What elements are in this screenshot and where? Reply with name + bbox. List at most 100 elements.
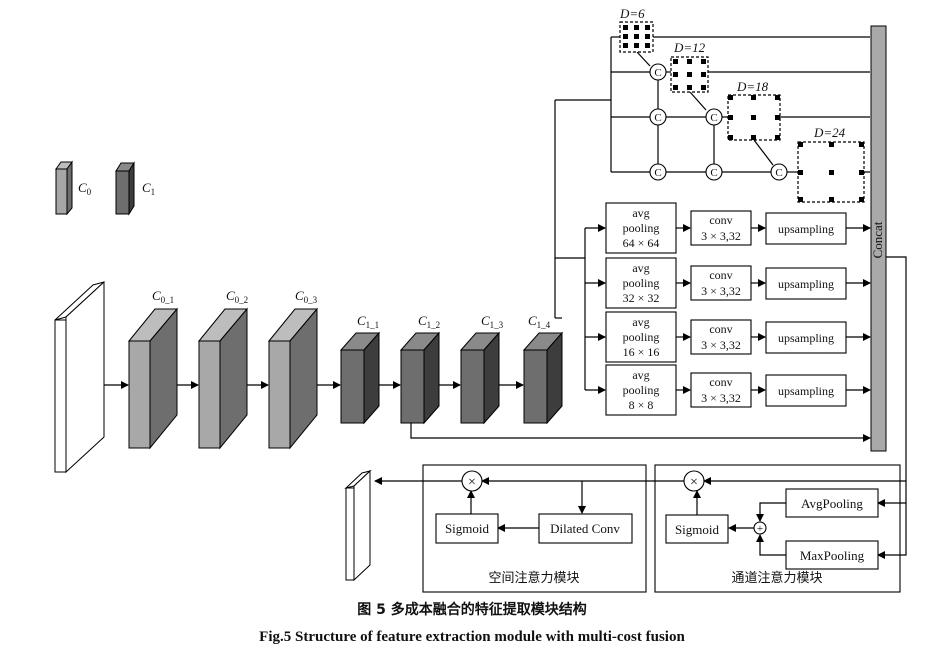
spatial-attention-title: 空间注意力模块 — [488, 570, 579, 585]
concat-circle: C — [649, 163, 667, 181]
concat-output-lines — [877, 256, 907, 559]
spatial-attention-lines — [374, 477, 684, 532]
dilated-kernel-d18 — [727, 94, 781, 141]
channel-sigmoid-box — [665, 514, 729, 544]
dilated-conv-label: Dilated Conv — [550, 521, 620, 536]
svg-text:upsampling: upsampling — [778, 331, 834, 345]
channel-attention-title: 通道注意力模块 — [731, 570, 822, 585]
block-c0-2 — [197, 307, 249, 450]
block-c1-1-label: C1_1 — [357, 313, 379, 330]
svg-text:×: × — [468, 475, 476, 490]
block-c1-2-label: C1_2 — [418, 313, 440, 330]
svg-text:avg: avg — [632, 261, 649, 275]
svg-text:pooling: pooling — [623, 383, 660, 397]
svg-text:3 × 3,32: 3 × 3,32 — [701, 284, 741, 298]
dilation-d6-label: D=6 — [619, 6, 645, 21]
dilation-d18-label: D=18 — [736, 79, 769, 94]
block-c1-3-label: C1_3 — [481, 313, 504, 330]
pooling-branch-64: avg pooling 64 × 64 conv 3 × 3,32 upsamp… — [605, 202, 871, 254]
svg-text:3 × 3,32: 3 × 3,32 — [701, 229, 741, 243]
dilated-kernel-d24 — [797, 141, 865, 203]
block-c0-3-label: C0_3 — [295, 288, 318, 305]
block-c0-2-label: C0_2 — [226, 288, 248, 305]
plus-circle-icon: + — [753, 521, 767, 535]
svg-text:upsampling: upsampling — [778, 384, 834, 398]
concat-bar: Concat — [870, 25, 887, 452]
concat-circle: C — [649, 108, 667, 126]
dilation-lines — [611, 36, 870, 173]
maxpooling-label: MaxPooling — [800, 548, 865, 563]
svg-text:conv: conv — [709, 268, 732, 282]
concat-label: Concat — [870, 221, 885, 258]
spatial-multiply-icon: × — [461, 470, 483, 492]
svg-text:C: C — [654, 67, 661, 79]
svg-text:avg: avg — [632, 368, 649, 382]
block-c1-4-label: C1_4 — [528, 313, 551, 330]
channel-attention-module — [654, 464, 901, 593]
svg-text:×: × — [690, 475, 698, 490]
block-c0-1 — [127, 307, 179, 450]
svg-text:conv: conv — [709, 375, 732, 389]
branch-distribution-lines — [554, 37, 612, 394]
svg-text:+: + — [757, 523, 763, 535]
svg-text:conv: conv — [709, 322, 732, 336]
caption-english: Fig.5 Structure of feature extraction mo… — [259, 629, 685, 645]
dilation-d24-label: D=24 — [813, 125, 846, 140]
concat-circle: C — [705, 163, 723, 181]
legend-c0-cube — [55, 160, 73, 216]
block-c0-1-label: C0_1 — [152, 288, 174, 305]
maxpooling-box — [785, 540, 879, 570]
channel-attention-lines — [693, 477, 906, 556]
svg-text:C: C — [654, 167, 661, 179]
block-c1-2 — [399, 331, 441, 425]
block-c0-3 — [267, 307, 319, 450]
svg-text:3 × 3,32: 3 × 3,32 — [701, 391, 741, 405]
avgpooling-box — [785, 488, 879, 518]
svg-text:16 × 16: 16 × 16 — [623, 345, 660, 359]
svg-text:avg: avg — [632, 206, 649, 220]
input-slab — [54, 280, 105, 474]
svg-text:C: C — [654, 112, 661, 124]
svg-text:conv: conv — [709, 213, 732, 227]
legend-c1-label: C1 — [142, 180, 155, 197]
svg-text:pooling: pooling — [623, 276, 660, 290]
channel-multiply-icon: × — [683, 470, 705, 492]
legend-c1-cube — [115, 161, 135, 216]
block-c1-4 — [522, 331, 564, 425]
dilated-kernel-d6 — [619, 21, 654, 53]
output-slab — [344, 469, 372, 582]
block-c1-1 — [339, 331, 381, 425]
svg-text:avg: avg — [632, 315, 649, 329]
dilated-conv-box — [538, 513, 633, 544]
channel-sigmoid-label: Sigmoid — [675, 522, 720, 537]
concat-circle: C — [649, 63, 667, 81]
dilation-d12-label: D=12 — [673, 40, 706, 55]
svg-text:C: C — [710, 112, 717, 124]
svg-text:C: C — [775, 167, 782, 179]
concat-circle: C — [770, 163, 788, 181]
concat-circle: C — [705, 108, 723, 126]
spatial-attention-module — [422, 464, 647, 593]
legend-c0-label: C0 — [78, 180, 92, 197]
svg-text:8 × 8: 8 × 8 — [629, 398, 654, 412]
skip-connection — [410, 423, 871, 442]
block-c1-3 — [459, 331, 501, 425]
pooling-branch-32: avg pooling 32 × 32 conv 3 × 3,32 upsamp… — [605, 257, 871, 309]
dilated-kernel-d12 — [670, 56, 709, 93]
svg-text:32 × 32: 32 × 32 — [623, 291, 660, 305]
svg-text:upsampling: upsampling — [778, 222, 834, 236]
svg-text:C: C — [710, 167, 717, 179]
svg-text:pooling: pooling — [623, 330, 660, 344]
avgpooling-label: AvgPooling — [801, 496, 863, 511]
caption-chinese: 图 5 多成本融合的特征提取模块结构 — [357, 601, 587, 618]
pooling-branch-8: avg pooling 8 × 8 conv 3 × 3,32 upsampli… — [605, 364, 871, 416]
svg-text:64 × 64: 64 × 64 — [623, 236, 660, 250]
pooling-branch-16: avg pooling 16 × 16 conv 3 × 3,32 upsamp… — [605, 311, 871, 363]
svg-text:3 × 3,32: 3 × 3,32 — [701, 338, 741, 352]
svg-text:pooling: pooling — [623, 221, 660, 235]
svg-text:upsampling: upsampling — [778, 277, 834, 291]
spatial-sigmoid-label: Sigmoid — [445, 521, 490, 536]
spatial-sigmoid-box — [435, 513, 499, 544]
